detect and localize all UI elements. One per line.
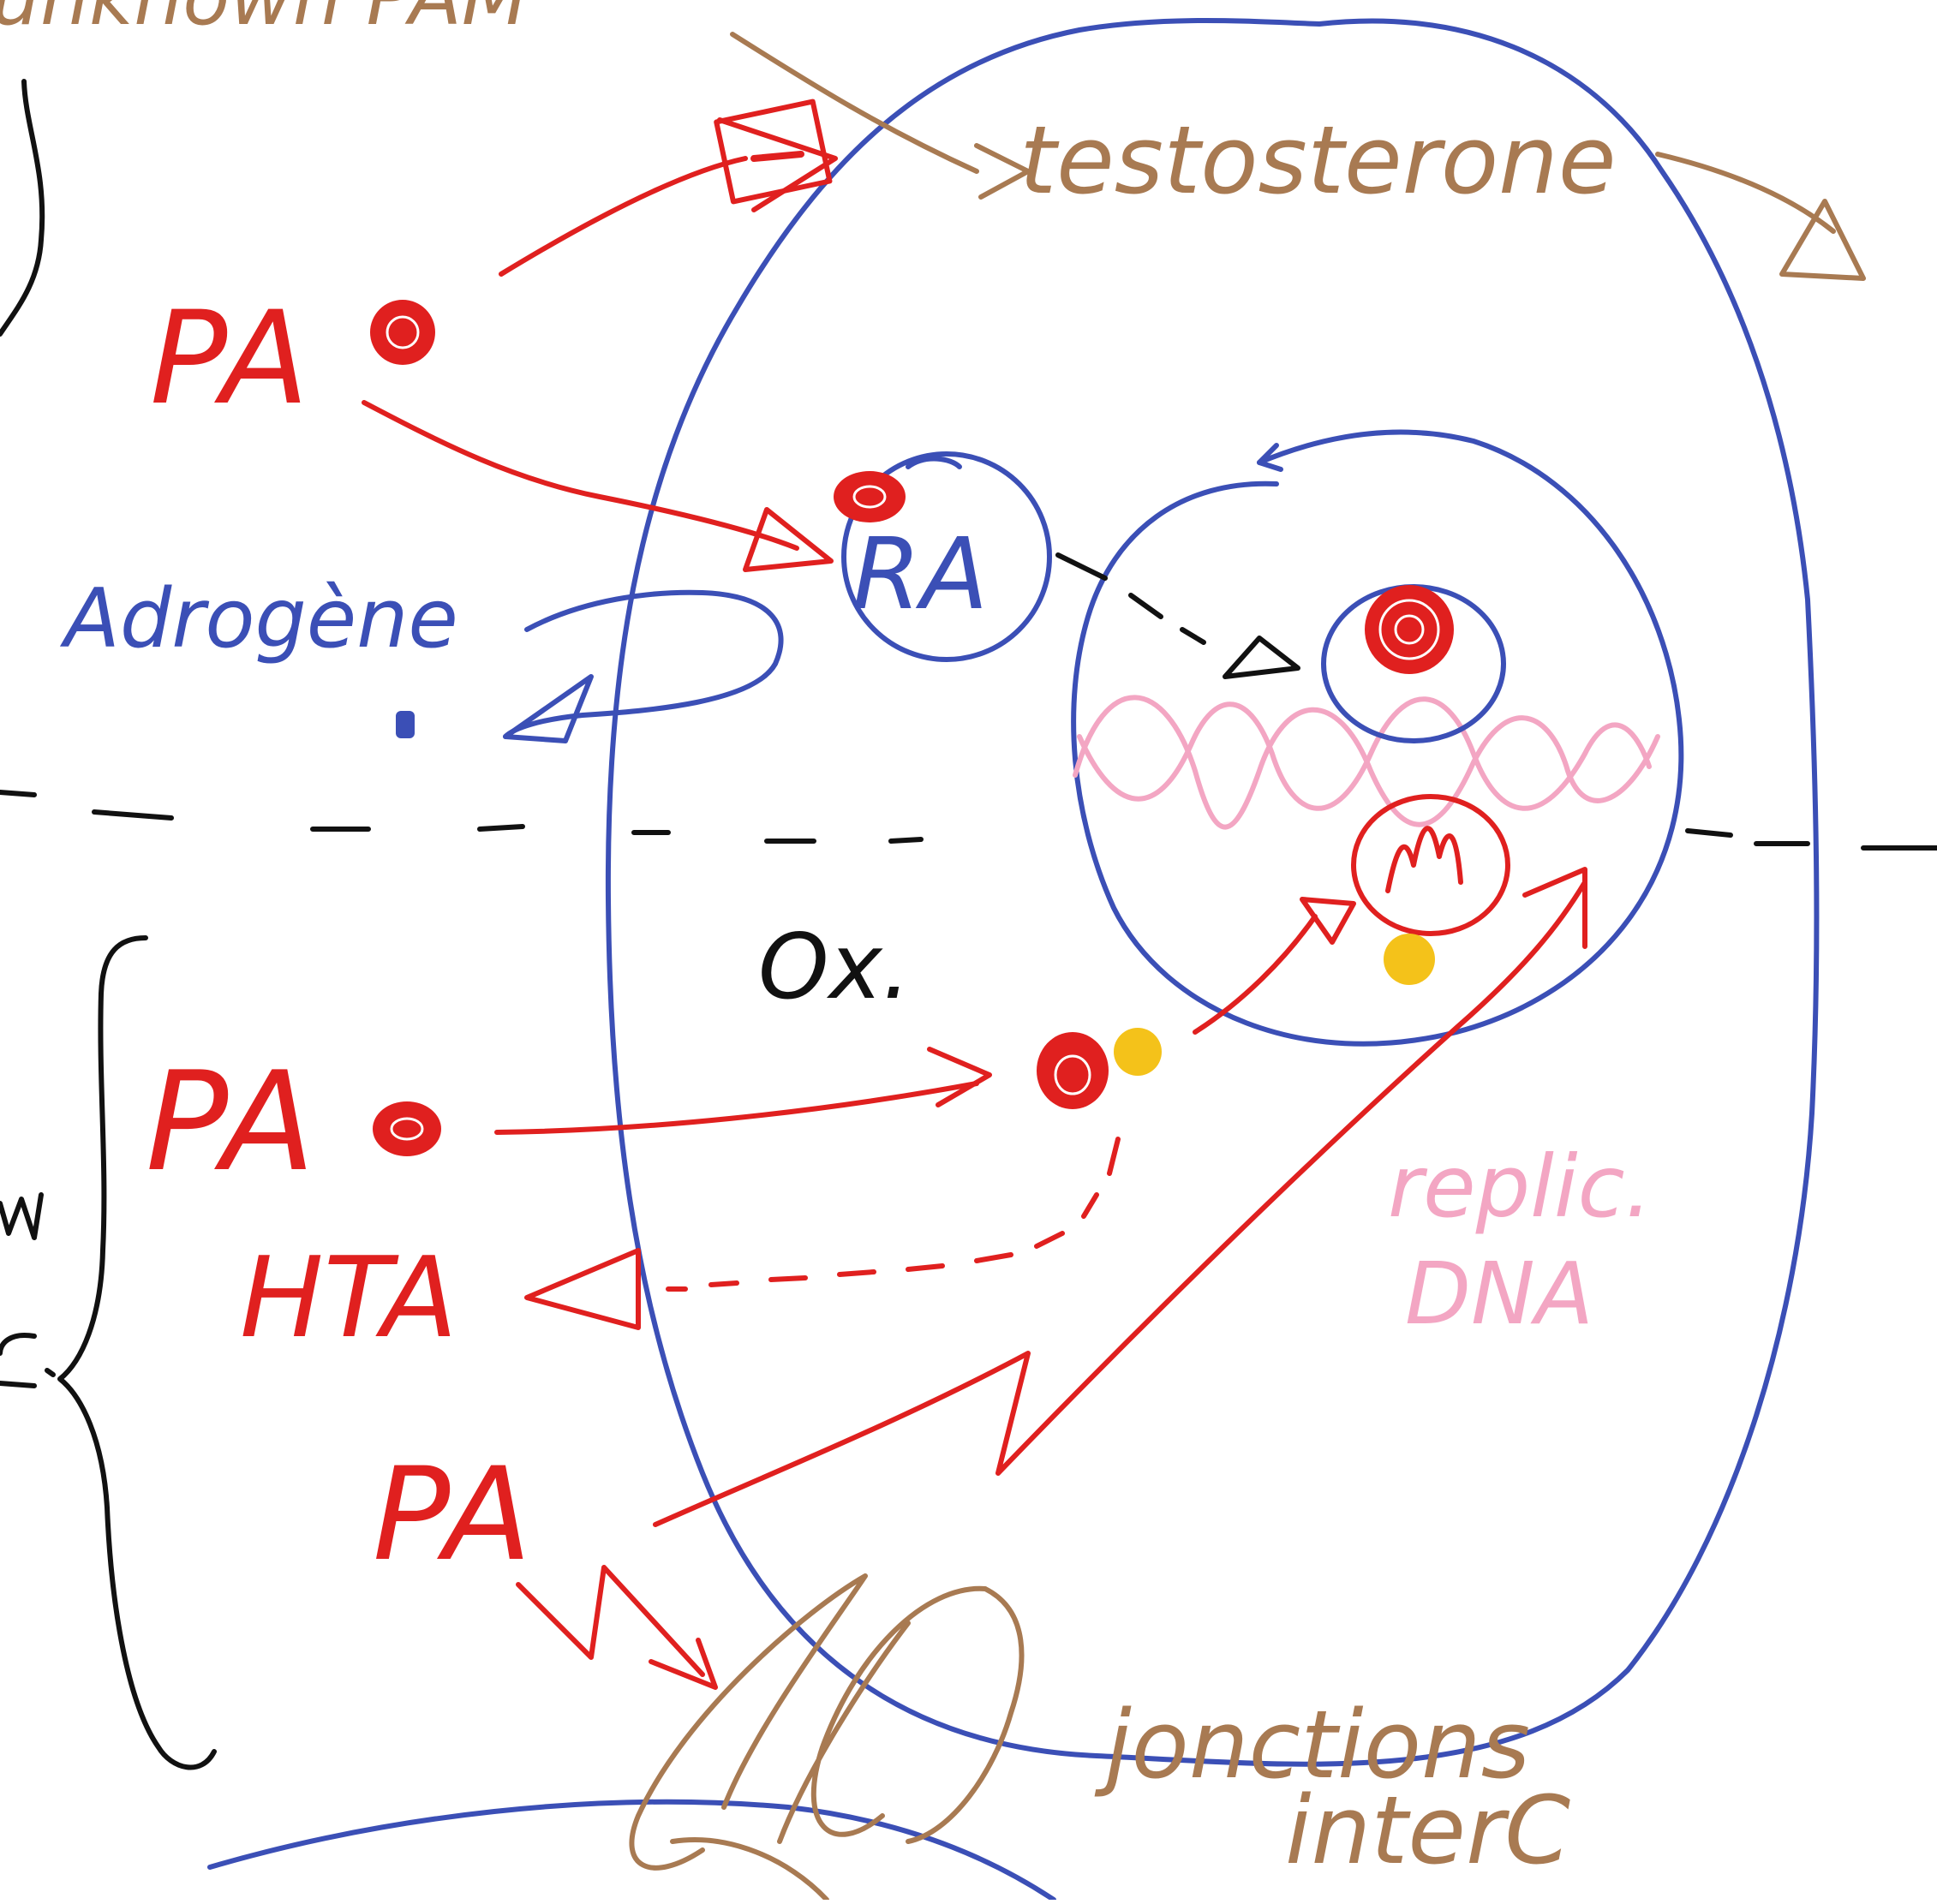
jonctions-label-1: jonctions	[1094, 1690, 1530, 1800]
enzyme-box-dash	[750, 151, 804, 162]
cut-letter-n	[0, 1192, 44, 1240]
pa-mid-arrowhead	[927, 1047, 992, 1107]
pa-to-ra-arrowhead	[743, 507, 834, 572]
pa-top-dot	[370, 300, 435, 365]
top-cut-text: unknown PAM	[0, 0, 529, 43]
cytoplasm-cofactor-dot	[1114, 1028, 1162, 1076]
cut-letter-e	[0, 1333, 56, 1388]
dashed-divider	[0, 790, 1937, 851]
dna-strand-1	[1073, 695, 1660, 830]
left-bracket-top	[0, 79, 45, 337]
testosterone-out-arrow	[1655, 152, 1836, 234]
cell-membrane	[605, 18, 1820, 1767]
pa-bottom-label: PA	[373, 1441, 532, 1590]
receptor-ra-circle-tail	[906, 456, 962, 469]
nuclear-hormone-dot-ring-1	[1378, 599, 1440, 660]
jonctions-label-2: interC	[1285, 1776, 1570, 1885]
pa-to-ra-arrow	[362, 400, 799, 551]
translocation-arrowhead	[1223, 636, 1300, 679]
testosterone-in-arrow	[730, 32, 979, 174]
pa-top-dot-ring	[386, 315, 420, 349]
testosterone-out-arrowhead	[1779, 199, 1866, 281]
pa-bottom-zigzag-arrowhead	[649, 1638, 718, 1690]
junction-cylinder	[629, 1573, 1025, 1902]
pa-mid-arrow	[494, 1081, 979, 1135]
pa-mid-dot	[373, 1101, 441, 1156]
pa-top-label: PA	[150, 284, 309, 433]
pa-to-box-arrow	[499, 156, 748, 277]
nucleus-membrane-arrowhead	[1257, 443, 1283, 472]
pa-bottom-zigzag-arrow	[516, 1565, 705, 1677]
cofactor-dot-nucleus	[1384, 934, 1435, 985]
replic-label-2: DNA	[1405, 1244, 1593, 1344]
pa-bottom-lightning-arrowhead	[1522, 867, 1587, 949]
enzyme-box	[714, 98, 833, 205]
ox-label: Ox.	[758, 915, 911, 1019]
replic-label-1: replic.	[1388, 1137, 1652, 1237]
testosterone-label: testosterone	[1019, 105, 1617, 215]
androgen-label: Adrogène	[59, 572, 458, 666]
hormone-dot-on-ra-ring	[852, 485, 887, 509]
enzyme-circle	[1351, 794, 1510, 936]
ra-label: RA	[852, 517, 989, 632]
complex-to-nucleus-arrow	[1193, 914, 1318, 1035]
nuclear-hormone-dot-ring-2	[1394, 614, 1425, 645]
androgen-loop-arrowhead	[503, 674, 594, 743]
pa-mid-label: PA	[146, 1042, 315, 1202]
dna-strand-2	[1077, 696, 1652, 811]
left-curly-brace	[57, 935, 217, 1770]
receptor-ra-circle	[841, 451, 1052, 662]
pa-mid-dot-ring	[390, 1117, 424, 1141]
androgen-dot	[396, 711, 415, 738]
hta-label: HTA	[240, 1233, 457, 1363]
translocation-arrow	[1055, 552, 1206, 645]
nucleus-membrane	[1071, 429, 1684, 1047]
cytoplasm-hormone-dot	[1037, 1032, 1109, 1109]
cytoplasm-hormone-dot-ring	[1054, 1054, 1091, 1095]
enzyme-scribble	[1385, 826, 1463, 893]
complex-to-hta-arrowhead	[524, 1248, 641, 1330]
testosterone-in-arrowhead	[974, 143, 1031, 200]
nuclear-hormone-dot	[1365, 585, 1454, 674]
complex-to-nucleus-arrowhead	[1300, 897, 1356, 945]
hormone-dot-on-ra	[834, 471, 906, 522]
pa-bottom-lightning-arrow	[653, 880, 1587, 1527]
androgen-loop-arrow	[503, 589, 784, 739]
complex-to-hta-arrow	[666, 1137, 1121, 1292]
